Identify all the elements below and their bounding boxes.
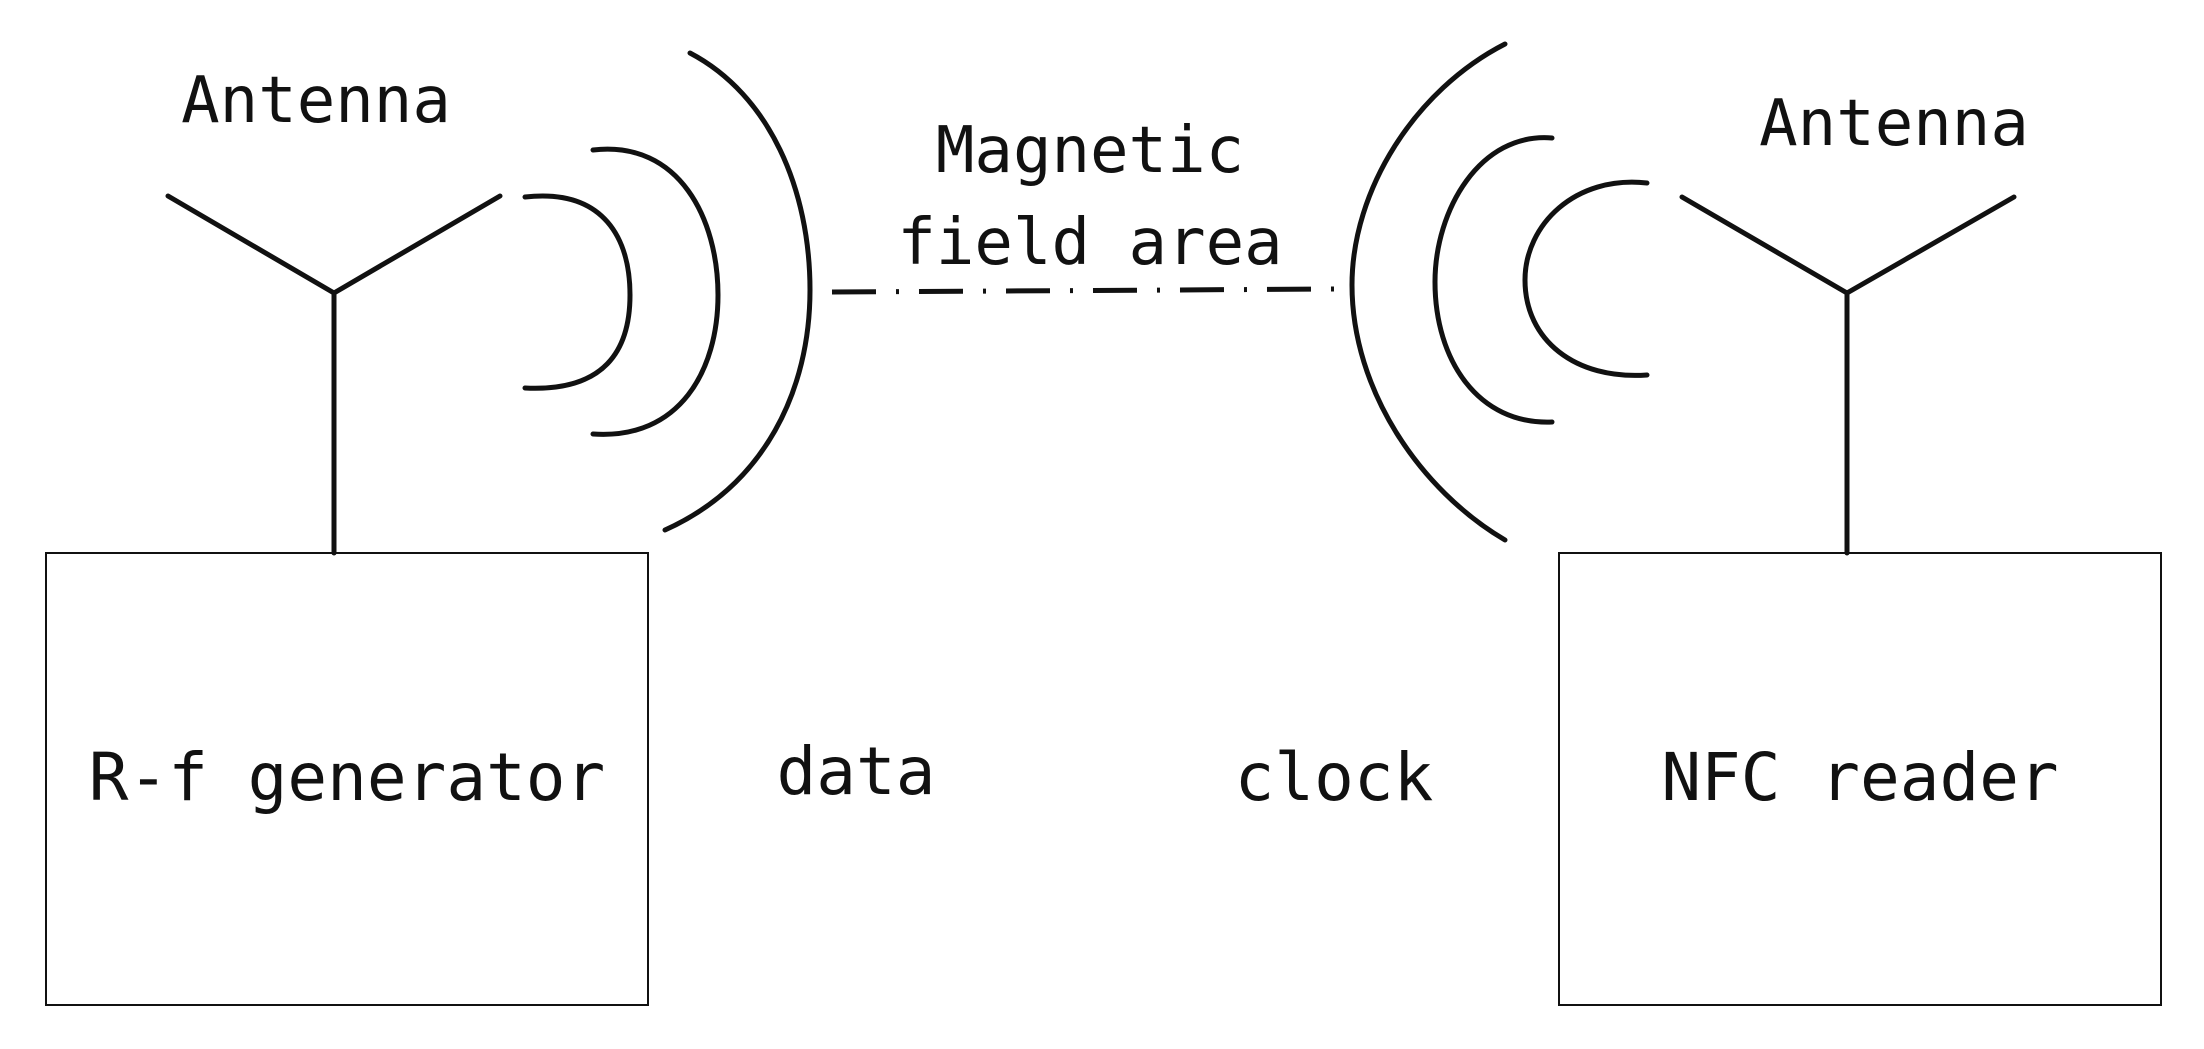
left-signal-waves-icon <box>522 50 813 533</box>
left-antenna-label: Antenna <box>181 64 451 138</box>
right-antenna-label: Antenna <box>1759 87 2029 161</box>
magnetic-field-line <box>831 286 1341 295</box>
left-antenna-icon <box>165 193 503 556</box>
rf-generator-block <box>45 552 649 1006</box>
nfc-reader-label: NFC reader <box>1661 739 2058 816</box>
rf-generator-label: R-f generator <box>89 739 606 816</box>
right-signal-waves-icon <box>1349 41 1650 543</box>
nfc-reader-block <box>1558 552 2162 1006</box>
right-antenna-icon <box>1679 194 2017 556</box>
data-label: data <box>777 733 936 810</box>
magnetic-field-label-line1: Magnetic <box>936 114 1244 188</box>
magnetic-field-label-line2: field area <box>897 206 1282 280</box>
clock-label: clock <box>1235 739 1434 816</box>
